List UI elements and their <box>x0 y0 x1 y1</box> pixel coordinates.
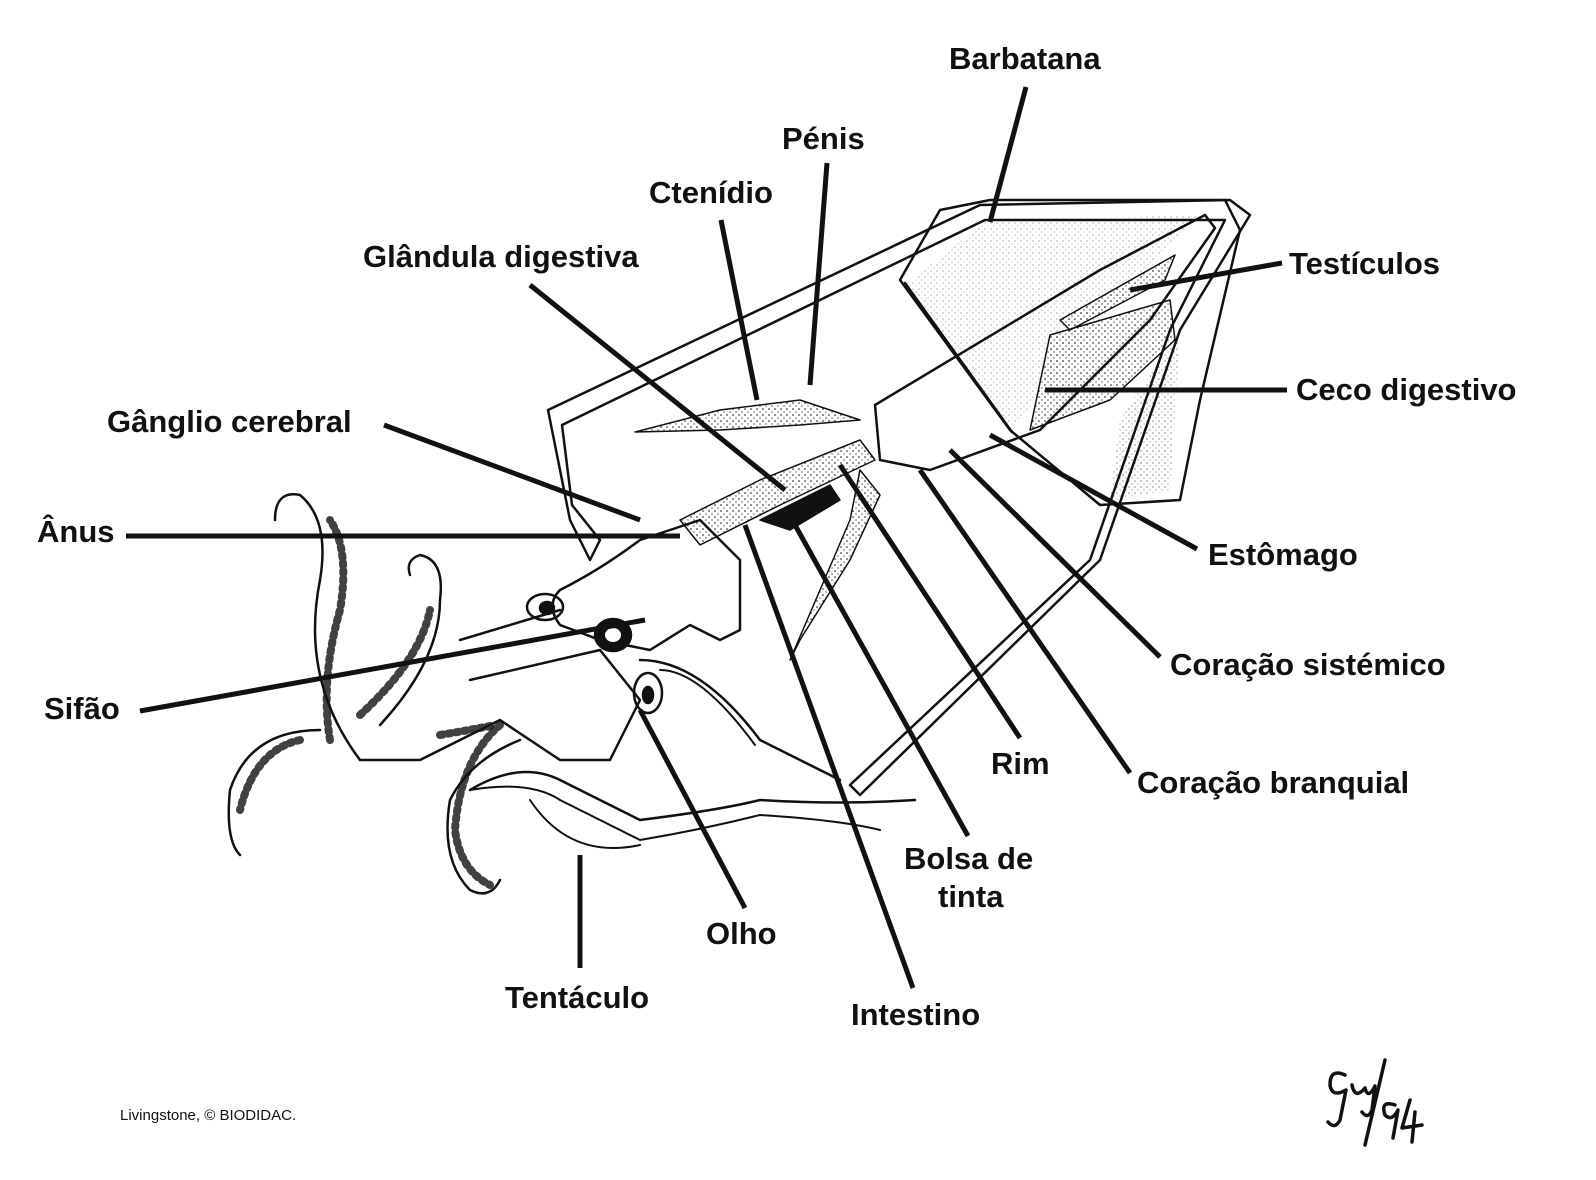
label-coracao-branquial: Coração branquial <box>1137 765 1410 800</box>
leader-barbatana <box>987 86 1029 223</box>
label-glandula-digestiva: Glândula digestiva <box>363 239 639 274</box>
label-bolsa-de-tinta-line1: Bolsa de <box>904 841 1034 876</box>
leader-rim <box>837 463 1023 740</box>
leader-glandula <box>528 283 787 492</box>
label-ceco-digestivo: Ceco digestivo <box>1296 372 1517 407</box>
label-sifao: Sifão <box>44 691 120 726</box>
arm-3 <box>227 728 322 857</box>
ink-sac <box>759 484 841 531</box>
eye-upper <box>525 592 565 622</box>
leader-ganglio <box>383 422 641 523</box>
leader-sifao <box>139 617 646 714</box>
label-bolsa-de-tinta-line2: tinta <box>938 879 1004 914</box>
gill-upper <box>634 399 861 433</box>
credit-text: Livingstone, © BIODIDAC. <box>120 1107 297 1124</box>
leader-olho <box>637 708 748 910</box>
label-testiculos: Testículos <box>1289 246 1441 281</box>
leader-coracao-branquial <box>917 468 1133 775</box>
label-tentaculo: Tentáculo <box>505 980 650 1015</box>
arm-2 <box>378 553 443 727</box>
arm-4 <box>446 738 522 895</box>
label-estomago: Estômago <box>1208 537 1358 572</box>
leader-bolsa <box>792 523 971 838</box>
label-olho: Olho <box>706 916 777 951</box>
label-intestino: Intestino <box>851 997 981 1032</box>
leader-lines <box>126 86 1287 989</box>
gill-lower <box>789 469 881 661</box>
leader-penis <box>807 162 830 386</box>
fin-outline <box>898 198 1242 507</box>
label-ganglio-cerebral: Gânglio cerebral <box>107 404 352 439</box>
artist-signature <box>1326 1058 1424 1147</box>
leader-ctenidio <box>718 219 760 401</box>
leader-intestino <box>742 524 916 989</box>
label-coracao-sistemico: Coração sistémico <box>1170 647 1446 682</box>
label-anus: Ânus <box>37 514 115 549</box>
label-rim: Rim <box>991 746 1050 781</box>
label-ctenidio: Ctenídio <box>649 175 773 210</box>
label-barbatana: Barbatana <box>949 41 1101 76</box>
label-penis: Pénis <box>782 121 865 156</box>
tentacle-1 <box>468 770 917 822</box>
leader-estomago <box>988 432 1199 552</box>
leader-testiculos <box>1129 260 1283 293</box>
leader-coracao-sistemico <box>948 448 1162 659</box>
